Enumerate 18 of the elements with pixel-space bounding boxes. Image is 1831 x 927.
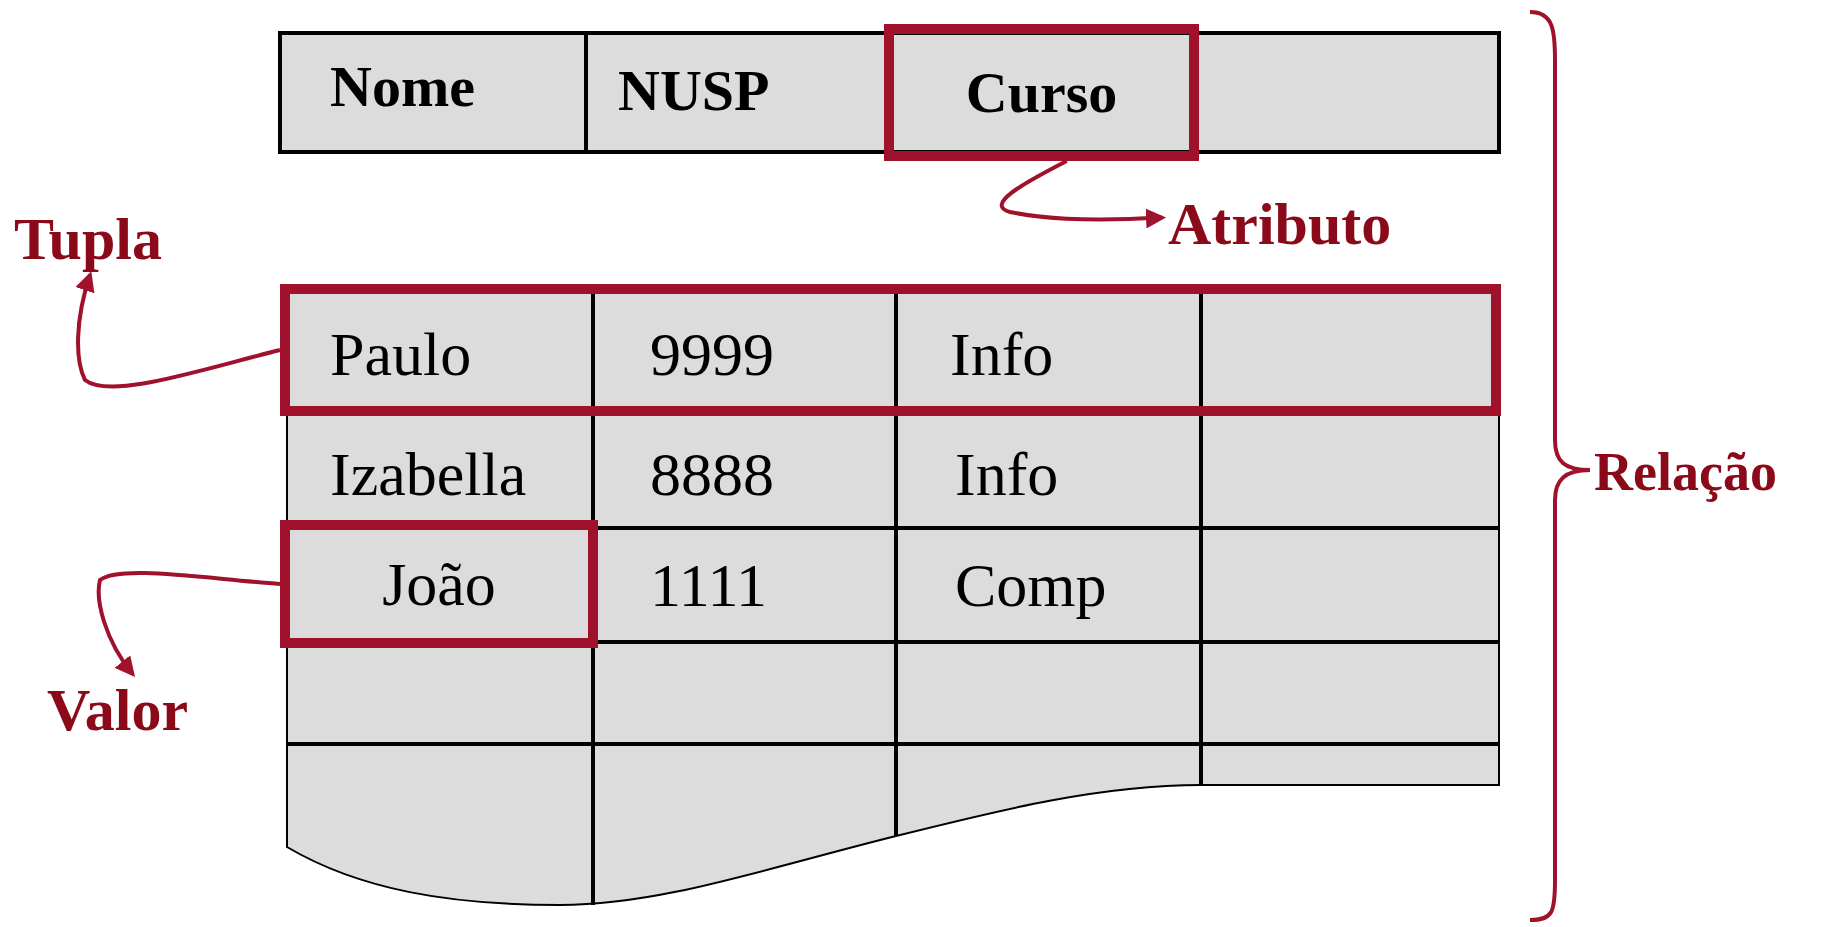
- highlighted-header: Curso: [884, 24, 1199, 161]
- leader-line: [96, 571, 281, 678]
- callout-label: Valor: [47, 678, 237, 742]
- column-header: NUSP: [618, 62, 770, 120]
- callout-label: Atributo: [1168, 192, 1458, 256]
- cell-value: 8888: [650, 443, 774, 505]
- leader-line: [999, 159, 1166, 229]
- cell-value: Izabella: [330, 443, 527, 505]
- highlighted-cell: João: [280, 520, 598, 648]
- cell-value: 9999: [650, 319, 850, 389]
- leader-line: [75, 271, 281, 389]
- cell-value: 1111: [650, 554, 768, 616]
- column-header: Nome: [330, 58, 475, 116]
- cell-value: Info: [950, 319, 1150, 389]
- highlighted-row: [280, 284, 1501, 416]
- cell-value: Paulo: [330, 319, 530, 389]
- cell-value: Info: [955, 443, 1059, 505]
- callout-label: Tupla: [14, 207, 204, 271]
